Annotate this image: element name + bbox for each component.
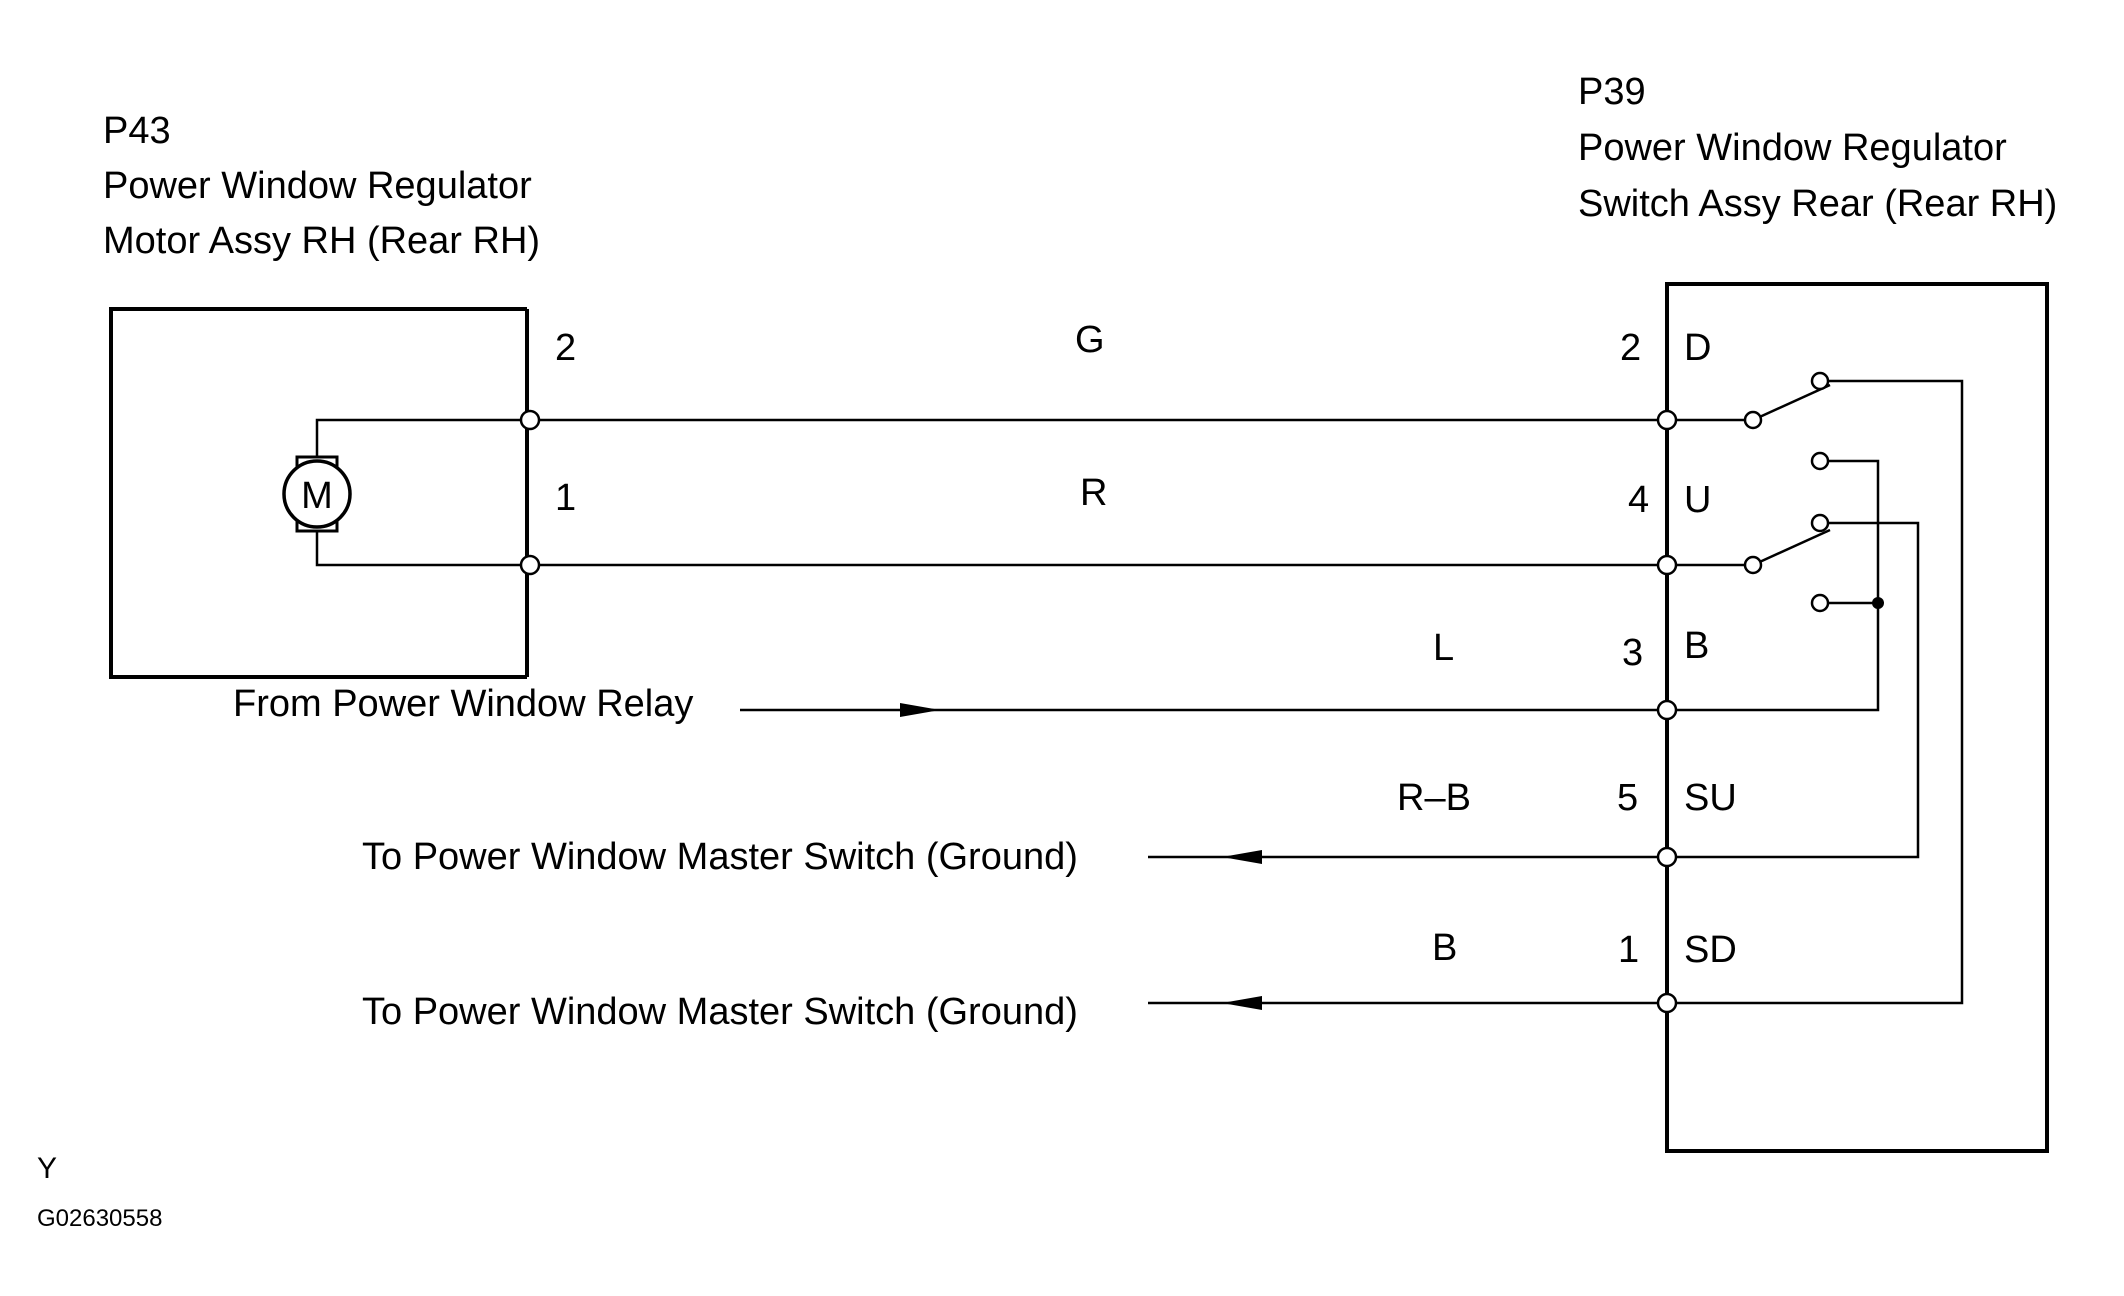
external-wires: G R L From Power Window Relay R–B To Pow… [233,319,1667,1033]
wire-color-l: L [1433,627,1454,669]
motor-internal-wire-top [315,418,527,457]
switch-pin-number-2: 2 [1620,327,1641,369]
switch-component: P39 Power Window Regulator Switch Assy R… [1578,71,2057,1153]
upper-pivot-terminal [1743,410,1763,430]
footer-letter: Y [37,1152,57,1185]
switch-internal-circuit [1667,371,1964,1005]
switch-terminal-sd [1656,992,1678,1014]
switch-pin-number-4: 4 [1628,479,1649,521]
motor-pin-2: 2 [555,327,576,369]
contacts-to-b [1667,459,1880,712]
middle-contact-terminal [1810,451,1830,471]
switch-terminal-b [1656,699,1678,721]
lower-switch-blade [1752,528,1831,567]
bottom-contact-terminal [1810,593,1830,613]
wire-color-g: G [1075,319,1105,361]
switch-name-line2: Switch Assy Rear (Rear RH) [1578,183,2057,225]
upper-contact-to-sd [1667,379,1964,1005]
to-master-label-2: To Power Window Master Switch (Ground) [362,991,1078,1033]
wire-color-b: B [1432,927,1457,969]
motor-icon [282,459,352,529]
figure-code: G02630558 [37,1205,162,1232]
switch-pin-number-5: 5 [1617,777,1638,819]
lower-pivot-terminal [1743,555,1763,575]
switch-name-line1: Power Window Regulator [1578,127,2007,169]
from-relay-label: From Power Window Relay [233,683,693,725]
switch-connector-id: P39 [1578,71,1646,113]
motor-name-line2: Motor Assy RH (Rear RH) [103,220,540,262]
motor-internal-wire-bottom [315,531,527,567]
lower-contact-to-su [1667,521,1920,859]
junction-dot [1872,597,1884,609]
arrow-left-icon [1222,850,1262,864]
motor-component: P43 Power Window Regulator Motor Assy RH… [103,110,576,679]
motor-terminal-1 [519,554,541,576]
lower-contact-terminal [1810,513,1830,533]
switch-terminal-d [1656,409,1678,431]
wire-color-r-b: R–B [1397,777,1471,819]
arrow-right-icon [900,703,940,717]
to-master-label-1: To Power Window Master Switch (Ground) [362,836,1078,878]
upper-switch-blade [1752,383,1831,422]
motor-terminal-2 [519,409,541,431]
switch-pin-label-su: SU [1684,777,1737,819]
motor-connector-id: P43 [103,110,171,152]
switch-terminal-u [1656,554,1678,576]
arrow-left-icon [1222,996,1262,1010]
switch-pin-label-b: B [1684,625,1709,667]
switch-pin-label-u: U [1684,479,1711,521]
wire-color-r: R [1080,472,1107,514]
switch-pin-label-d: D [1684,327,1711,369]
motor-name-line1: Power Window Regulator [103,165,532,207]
motor-box-outline [109,307,527,679]
switch-box-outline [1665,282,2049,1153]
upper-contact-terminal [1810,371,1830,391]
switch-terminal-su [1656,846,1678,868]
motor-pin-1: 1 [555,477,576,519]
switch-pin-number-1: 1 [1618,929,1639,971]
connector-terminals [519,409,1678,1014]
switch-pin-number-3: 3 [1622,632,1643,674]
motor-symbol: M [301,475,333,517]
switch-pin-label-sd: SD [1684,929,1737,971]
